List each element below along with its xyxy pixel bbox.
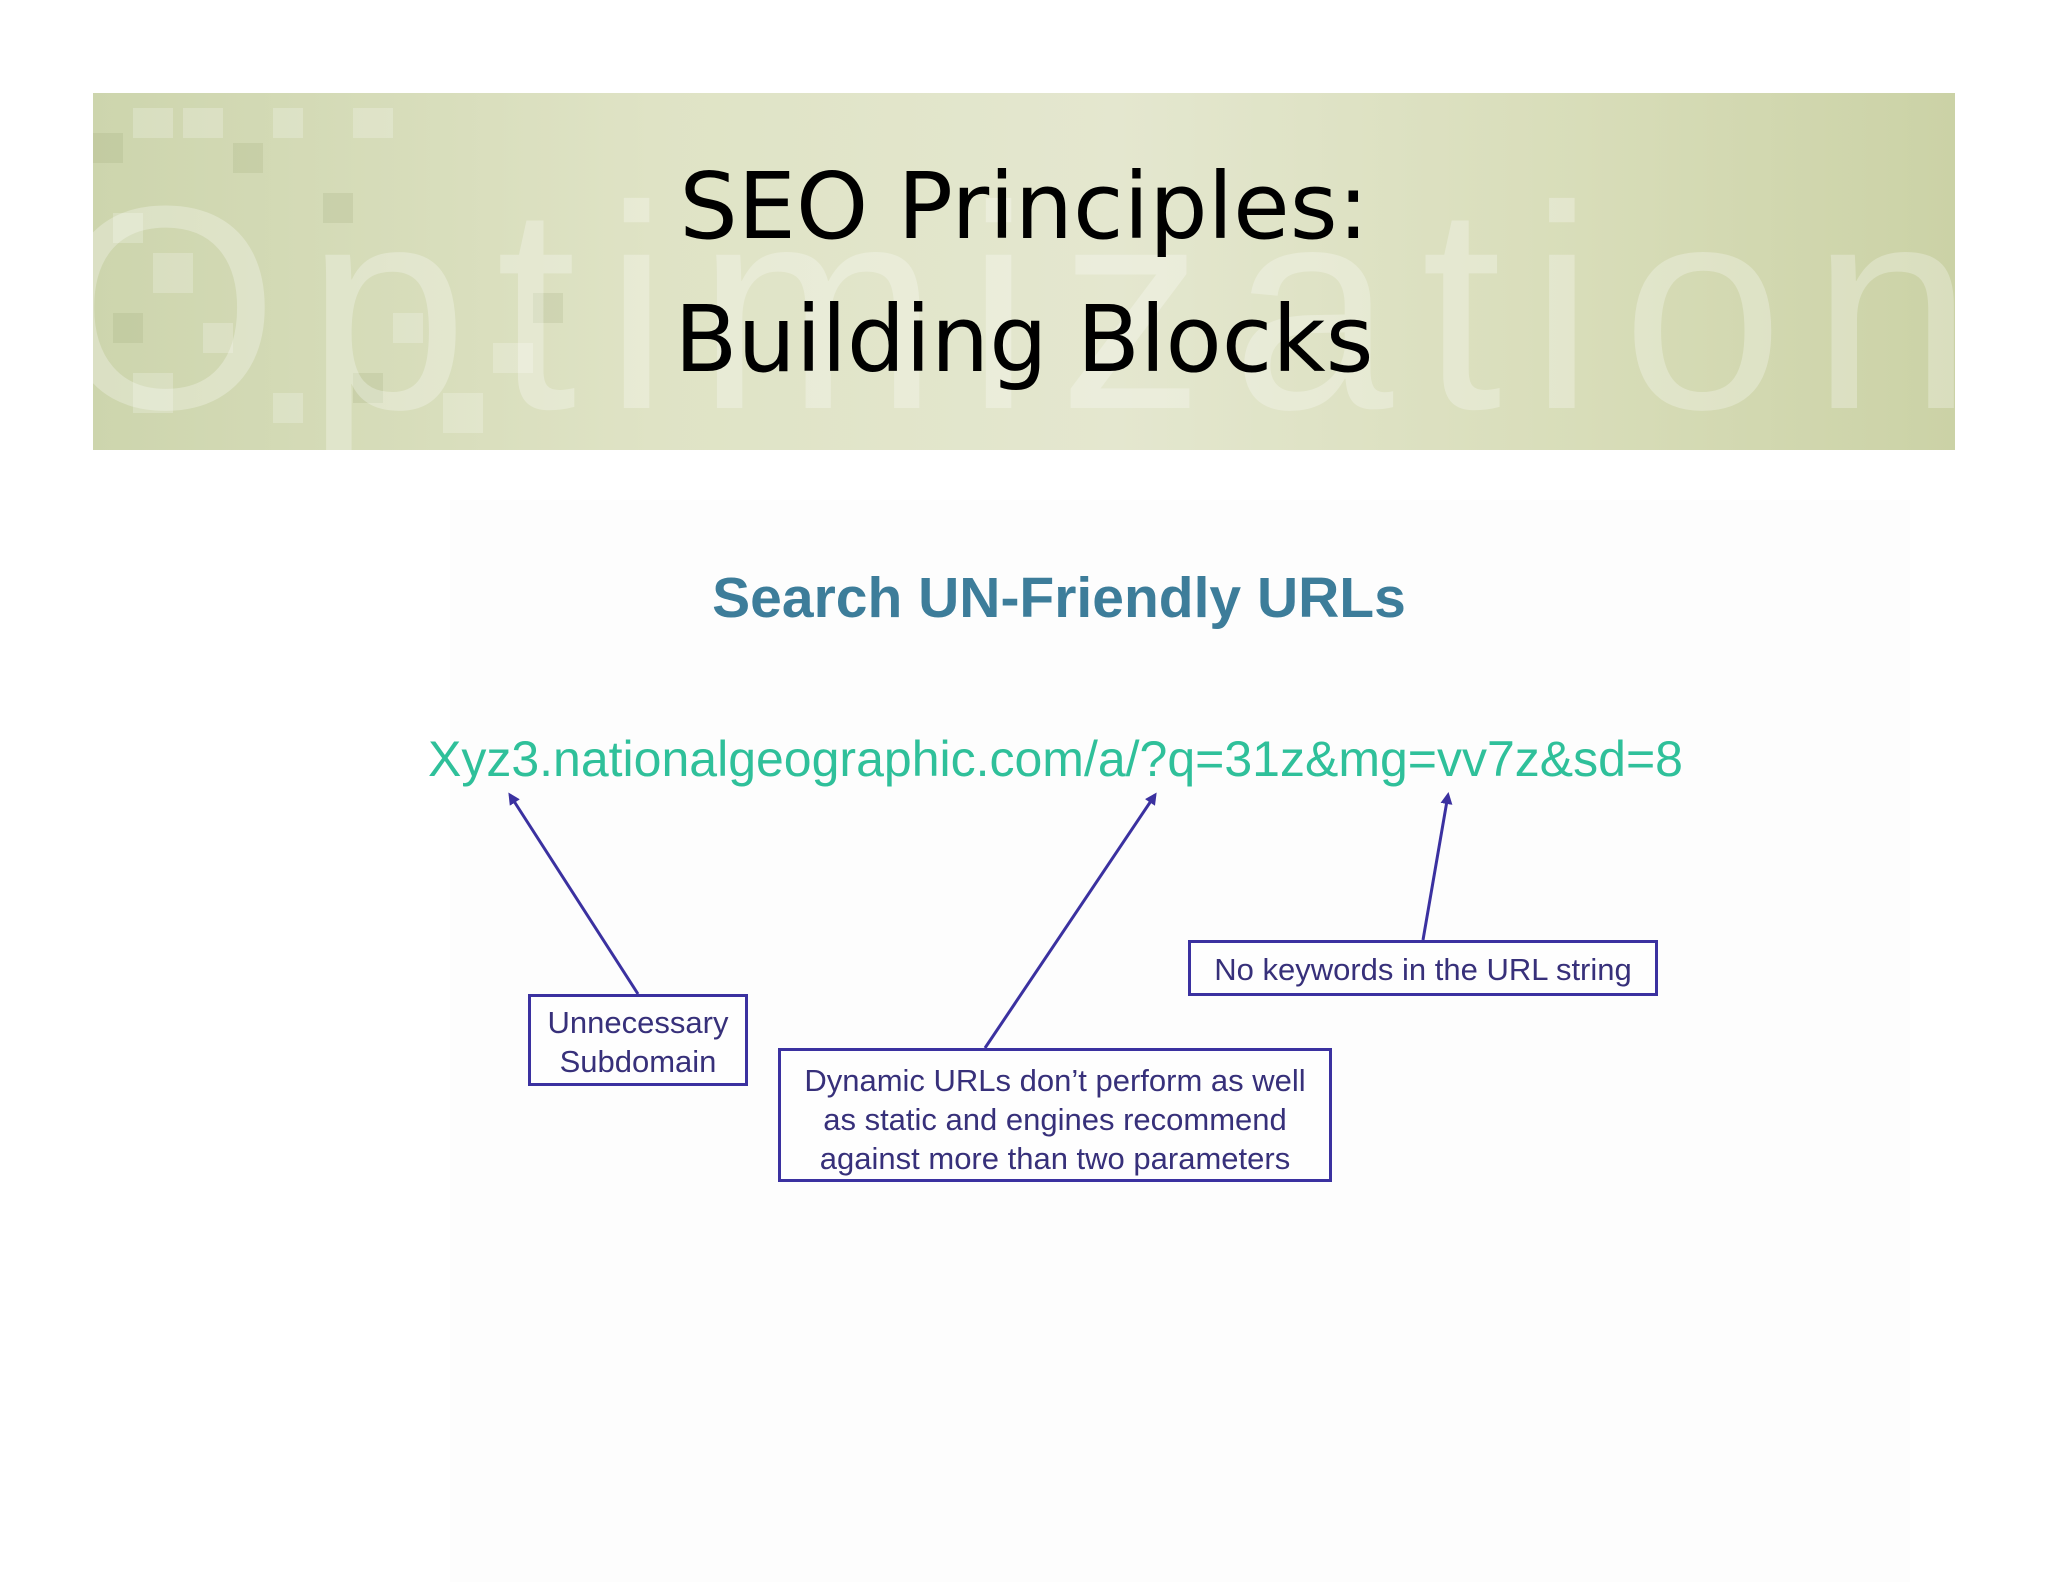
arrow-dynamic-url xyxy=(983,792,1157,1049)
callout-text: Dynamic URLs don’t perform as well xyxy=(804,1063,1306,1098)
slide-title-line-1: SEO Principles: xyxy=(679,153,1369,260)
slide-title: SEO Principles: Building Blocks xyxy=(0,140,2048,406)
callout-text: against more than two parameters xyxy=(819,1141,1291,1176)
callout-dynamic-urls: Dynamic URLs don’t perform as well as st… xyxy=(778,1048,1332,1182)
slide-title-line-2: Building Blocks xyxy=(674,286,1374,393)
callout-text: as static and engines recommend xyxy=(823,1102,1287,1137)
callout-no-keywords: No keywords in the URL string xyxy=(1188,940,1658,996)
title-banner: Optimization xyxy=(93,93,1955,450)
banner-pattern xyxy=(93,108,563,433)
arrow-subdomain xyxy=(508,792,640,995)
callout-text: Subdomain xyxy=(559,1044,717,1079)
banner-watermark: Optimization xyxy=(93,146,1955,450)
callout-text: No keywords in the URL string xyxy=(1214,952,1632,987)
arrow-no-keywords xyxy=(1421,792,1453,941)
callout-unnecessary-subdomain: Unnecessary Subdomain xyxy=(528,994,748,1086)
callout-text: Unnecessary xyxy=(547,1005,729,1040)
example-url: Xyz3.nationalgeographic.com/a/?q=31z&mg=… xyxy=(428,731,1683,787)
diagram-heading: Search UN-Friendly URLs xyxy=(712,566,1406,630)
